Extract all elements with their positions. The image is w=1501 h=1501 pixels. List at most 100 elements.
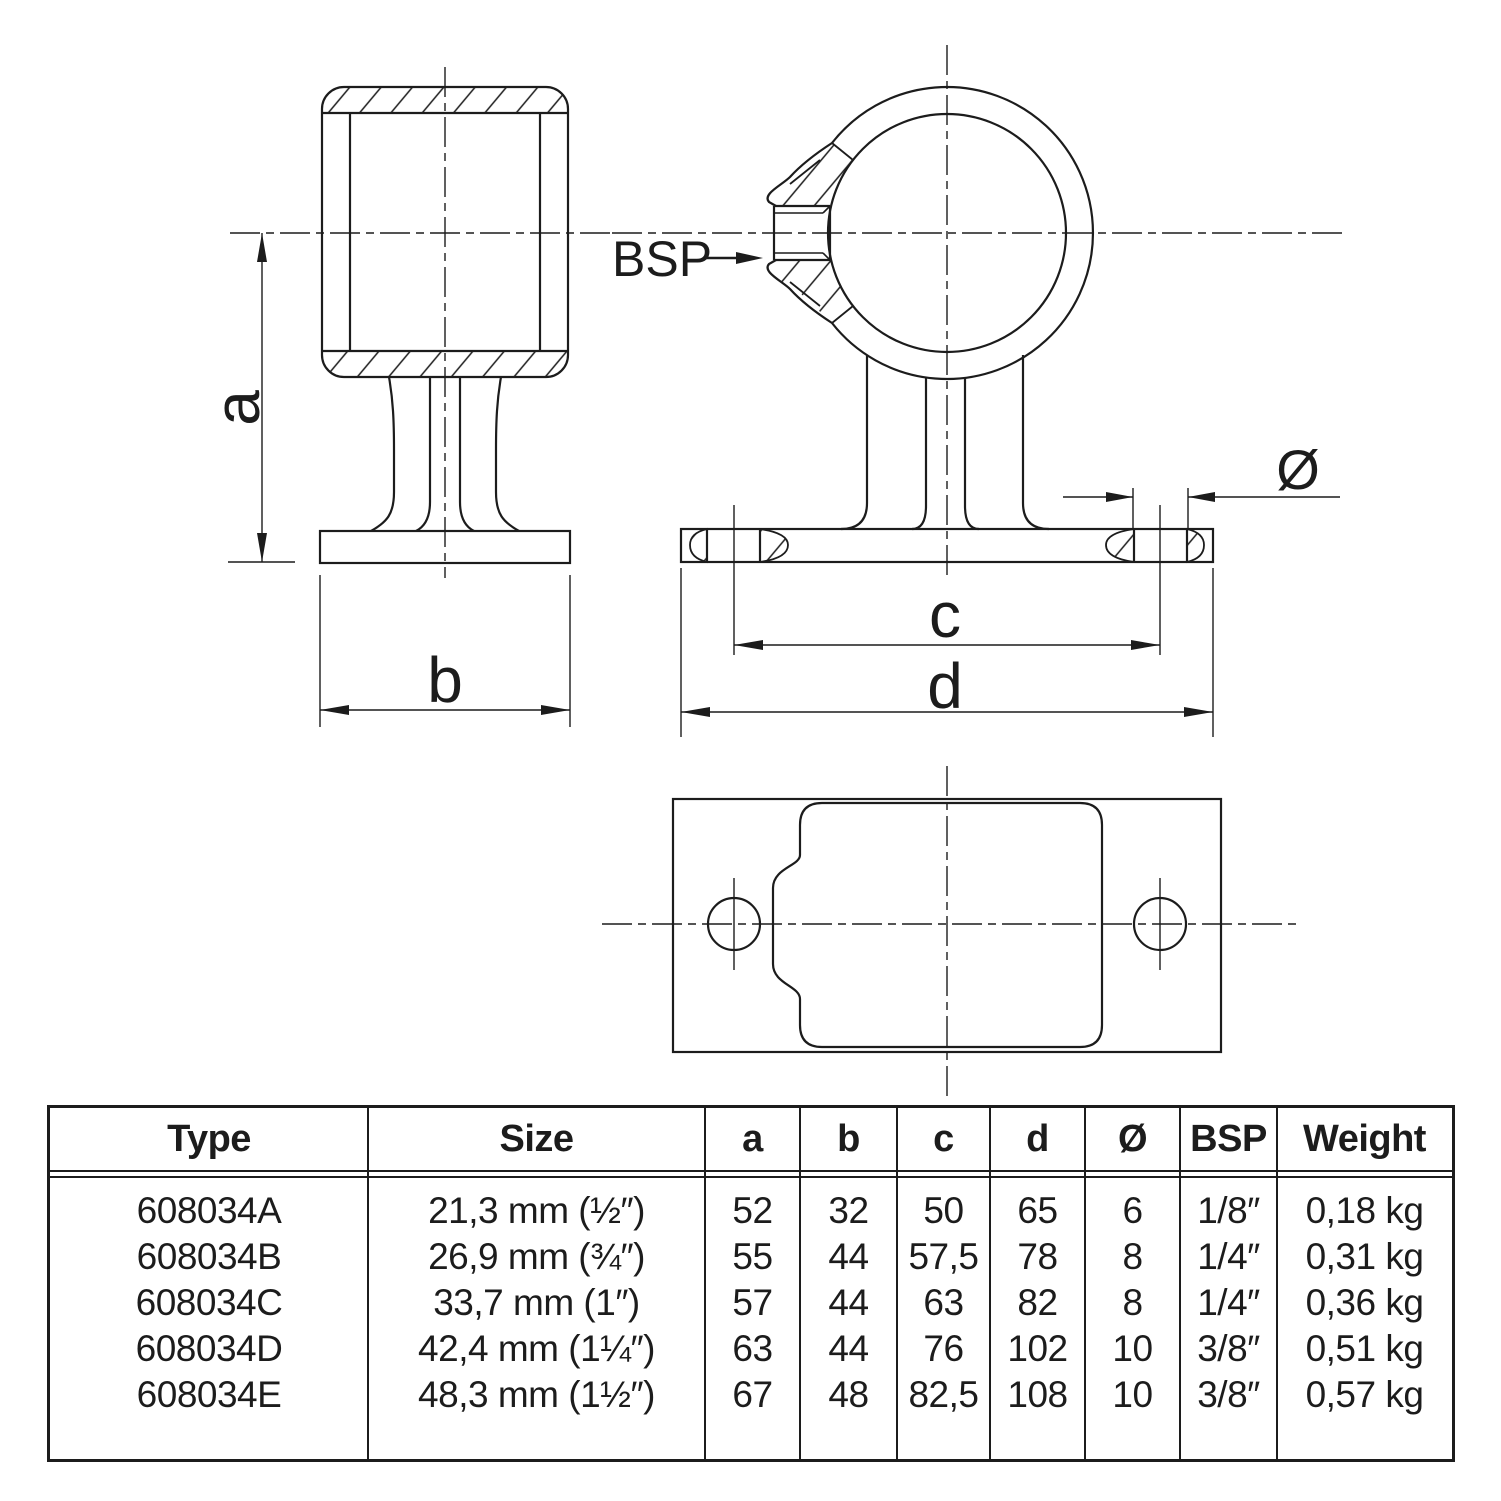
stem-outer-left <box>840 355 869 531</box>
table-cell: 3/8″ <box>1197 1328 1260 1369</box>
table-divider <box>1276 1108 1278 1459</box>
header-bsp: BSP <box>1190 1117 1267 1160</box>
table-cell: 52 <box>732 1190 773 1231</box>
table-cell: 48 <box>828 1374 869 1415</box>
bsp-thread-lines <box>774 204 832 262</box>
table-cell: 102 <box>1007 1328 1068 1369</box>
table-cell: 21,3 mm (½″) <box>428 1190 645 1231</box>
table-cell: 10 <box>1112 1328 1153 1369</box>
flange <box>679 527 1215 564</box>
table-cell: 0,36 kg <box>1305 1282 1424 1323</box>
table-cell: 108 <box>1007 1374 1068 1415</box>
dim-d-arrow-left <box>681 707 710 717</box>
table-body: 608034A 608034B 608034C 608034D 608034E … <box>50 1178 1452 1459</box>
column-diameter: 6 8 8 10 10 <box>1085 1178 1180 1459</box>
dim-dia-arrow-right <box>1106 492 1133 502</box>
table-cell: 608034D <box>135 1328 283 1369</box>
header-rule <box>50 1176 1452 1178</box>
plan-view <box>602 766 1300 1102</box>
table-cell: 42,4 mm (1¼″) <box>418 1328 655 1369</box>
table-divider <box>799 1108 801 1459</box>
dim-b-label: b <box>427 644 463 716</box>
table-cell: 55 <box>732 1236 773 1277</box>
header-d: d <box>1026 1117 1049 1160</box>
table-cell: 48,3 mm (1½″) <box>418 1374 655 1415</box>
header-rule <box>50 1170 1452 1172</box>
table-cell: 3/8″ <box>1197 1374 1260 1415</box>
header-size: Size <box>499 1117 574 1160</box>
stem-outer-right <box>494 376 520 532</box>
table-cell: 44 <box>828 1236 869 1277</box>
header-b: b <box>837 1117 860 1160</box>
header-diameter: Ø <box>1117 1117 1148 1160</box>
dim-a-label: a <box>201 390 273 426</box>
dim-b-arrow-left <box>320 705 349 715</box>
table-cell: 8 <box>1122 1236 1143 1277</box>
stem-web-right <box>458 377 475 532</box>
header-weight: Weight <box>1303 1117 1426 1160</box>
table-cell: 57,5 <box>908 1236 979 1277</box>
specification-table: Type Size a b c d Ø BSP Weight 608034A 6… <box>47 1105 1455 1462</box>
table-cell: 50 <box>923 1190 964 1231</box>
column-b: 32 44 44 44 48 <box>800 1178 897 1459</box>
table-cell: 44 <box>828 1328 869 1369</box>
dim-diameter-label: Ø <box>1276 438 1320 501</box>
stem-web-left <box>911 377 928 531</box>
header-a: a <box>742 1117 763 1160</box>
table-divider <box>1179 1108 1181 1459</box>
table-divider <box>367 1108 369 1459</box>
table-cell: 608034B <box>136 1236 282 1277</box>
bsp-arrowhead <box>736 252 763 264</box>
column-size: 21,3 mm (½″) 26,9 mm (¾″) 33,7 mm (1″) 4… <box>368 1178 705 1459</box>
table-header-row: Type Size a b c d Ø BSP Weight <box>50 1108 1452 1170</box>
header-type: Type <box>167 1117 251 1160</box>
dim-c-arrow-left <box>734 640 763 650</box>
base-plate-outline <box>671 797 1223 1054</box>
boss-outline-top <box>766 142 833 207</box>
table-divider <box>1084 1108 1086 1459</box>
table-divider <box>896 1108 898 1459</box>
table-cell: 44 <box>828 1282 869 1323</box>
table-cell: 65 <box>1017 1190 1058 1231</box>
boss-outline-bottom <box>766 259 833 324</box>
stem-outer-right <box>1021 355 1050 531</box>
dim-b-arrow-right <box>541 705 570 715</box>
table-cell: 608034E <box>136 1374 282 1415</box>
dim-d-label: d <box>927 650 963 722</box>
dim-a-arrow-up <box>257 233 267 262</box>
stem-outer-left <box>370 376 396 532</box>
bsp-label: BSP <box>612 231 712 287</box>
table-cell: 0,57 kg <box>1305 1374 1424 1415</box>
table-divider <box>989 1108 991 1459</box>
header-c: c <box>933 1117 954 1160</box>
table-cell: 1/8″ <box>1197 1190 1260 1231</box>
dim-dia-arrow-left <box>1188 492 1215 502</box>
table-cell: 82 <box>1017 1282 1058 1323</box>
table-cell: 8 <box>1122 1282 1143 1323</box>
table-cell: 6 <box>1122 1190 1143 1231</box>
side-view: a b <box>201 67 612 727</box>
table-cell: 78 <box>1017 1236 1058 1277</box>
table-cell: 32 <box>828 1190 869 1231</box>
table-divider <box>704 1108 706 1459</box>
column-a: 52 55 57 63 67 <box>705 1178 800 1459</box>
table-cell: 1/4″ <box>1197 1236 1260 1277</box>
dim-d-arrow-right <box>1184 707 1213 717</box>
dim-c-label: c <box>929 579 961 651</box>
table-cell: 608034C <box>135 1282 283 1323</box>
table-cell: 26,9 mm (¾″) <box>428 1236 645 1277</box>
table-cell: 608034A <box>136 1190 282 1231</box>
column-d: 65 78 82 102 108 <box>990 1178 1085 1459</box>
table-cell: 67 <box>732 1374 773 1415</box>
stem-web-right <box>963 377 980 531</box>
table-cell: 10 <box>1112 1374 1153 1415</box>
socket-projection <box>771 801 1104 1049</box>
column-c: 50 57,5 63 76 82,5 <box>897 1178 990 1459</box>
table-cell: 63 <box>732 1328 773 1369</box>
dim-c-arrow-right <box>1131 640 1160 650</box>
ring-inner <box>826 112 1068 354</box>
column-type: 608034A 608034B 608034C 608034D 608034E <box>50 1178 368 1459</box>
table-cell: 33,7 mm (1″) <box>433 1282 640 1323</box>
table-cell: 0,31 kg <box>1305 1236 1424 1277</box>
